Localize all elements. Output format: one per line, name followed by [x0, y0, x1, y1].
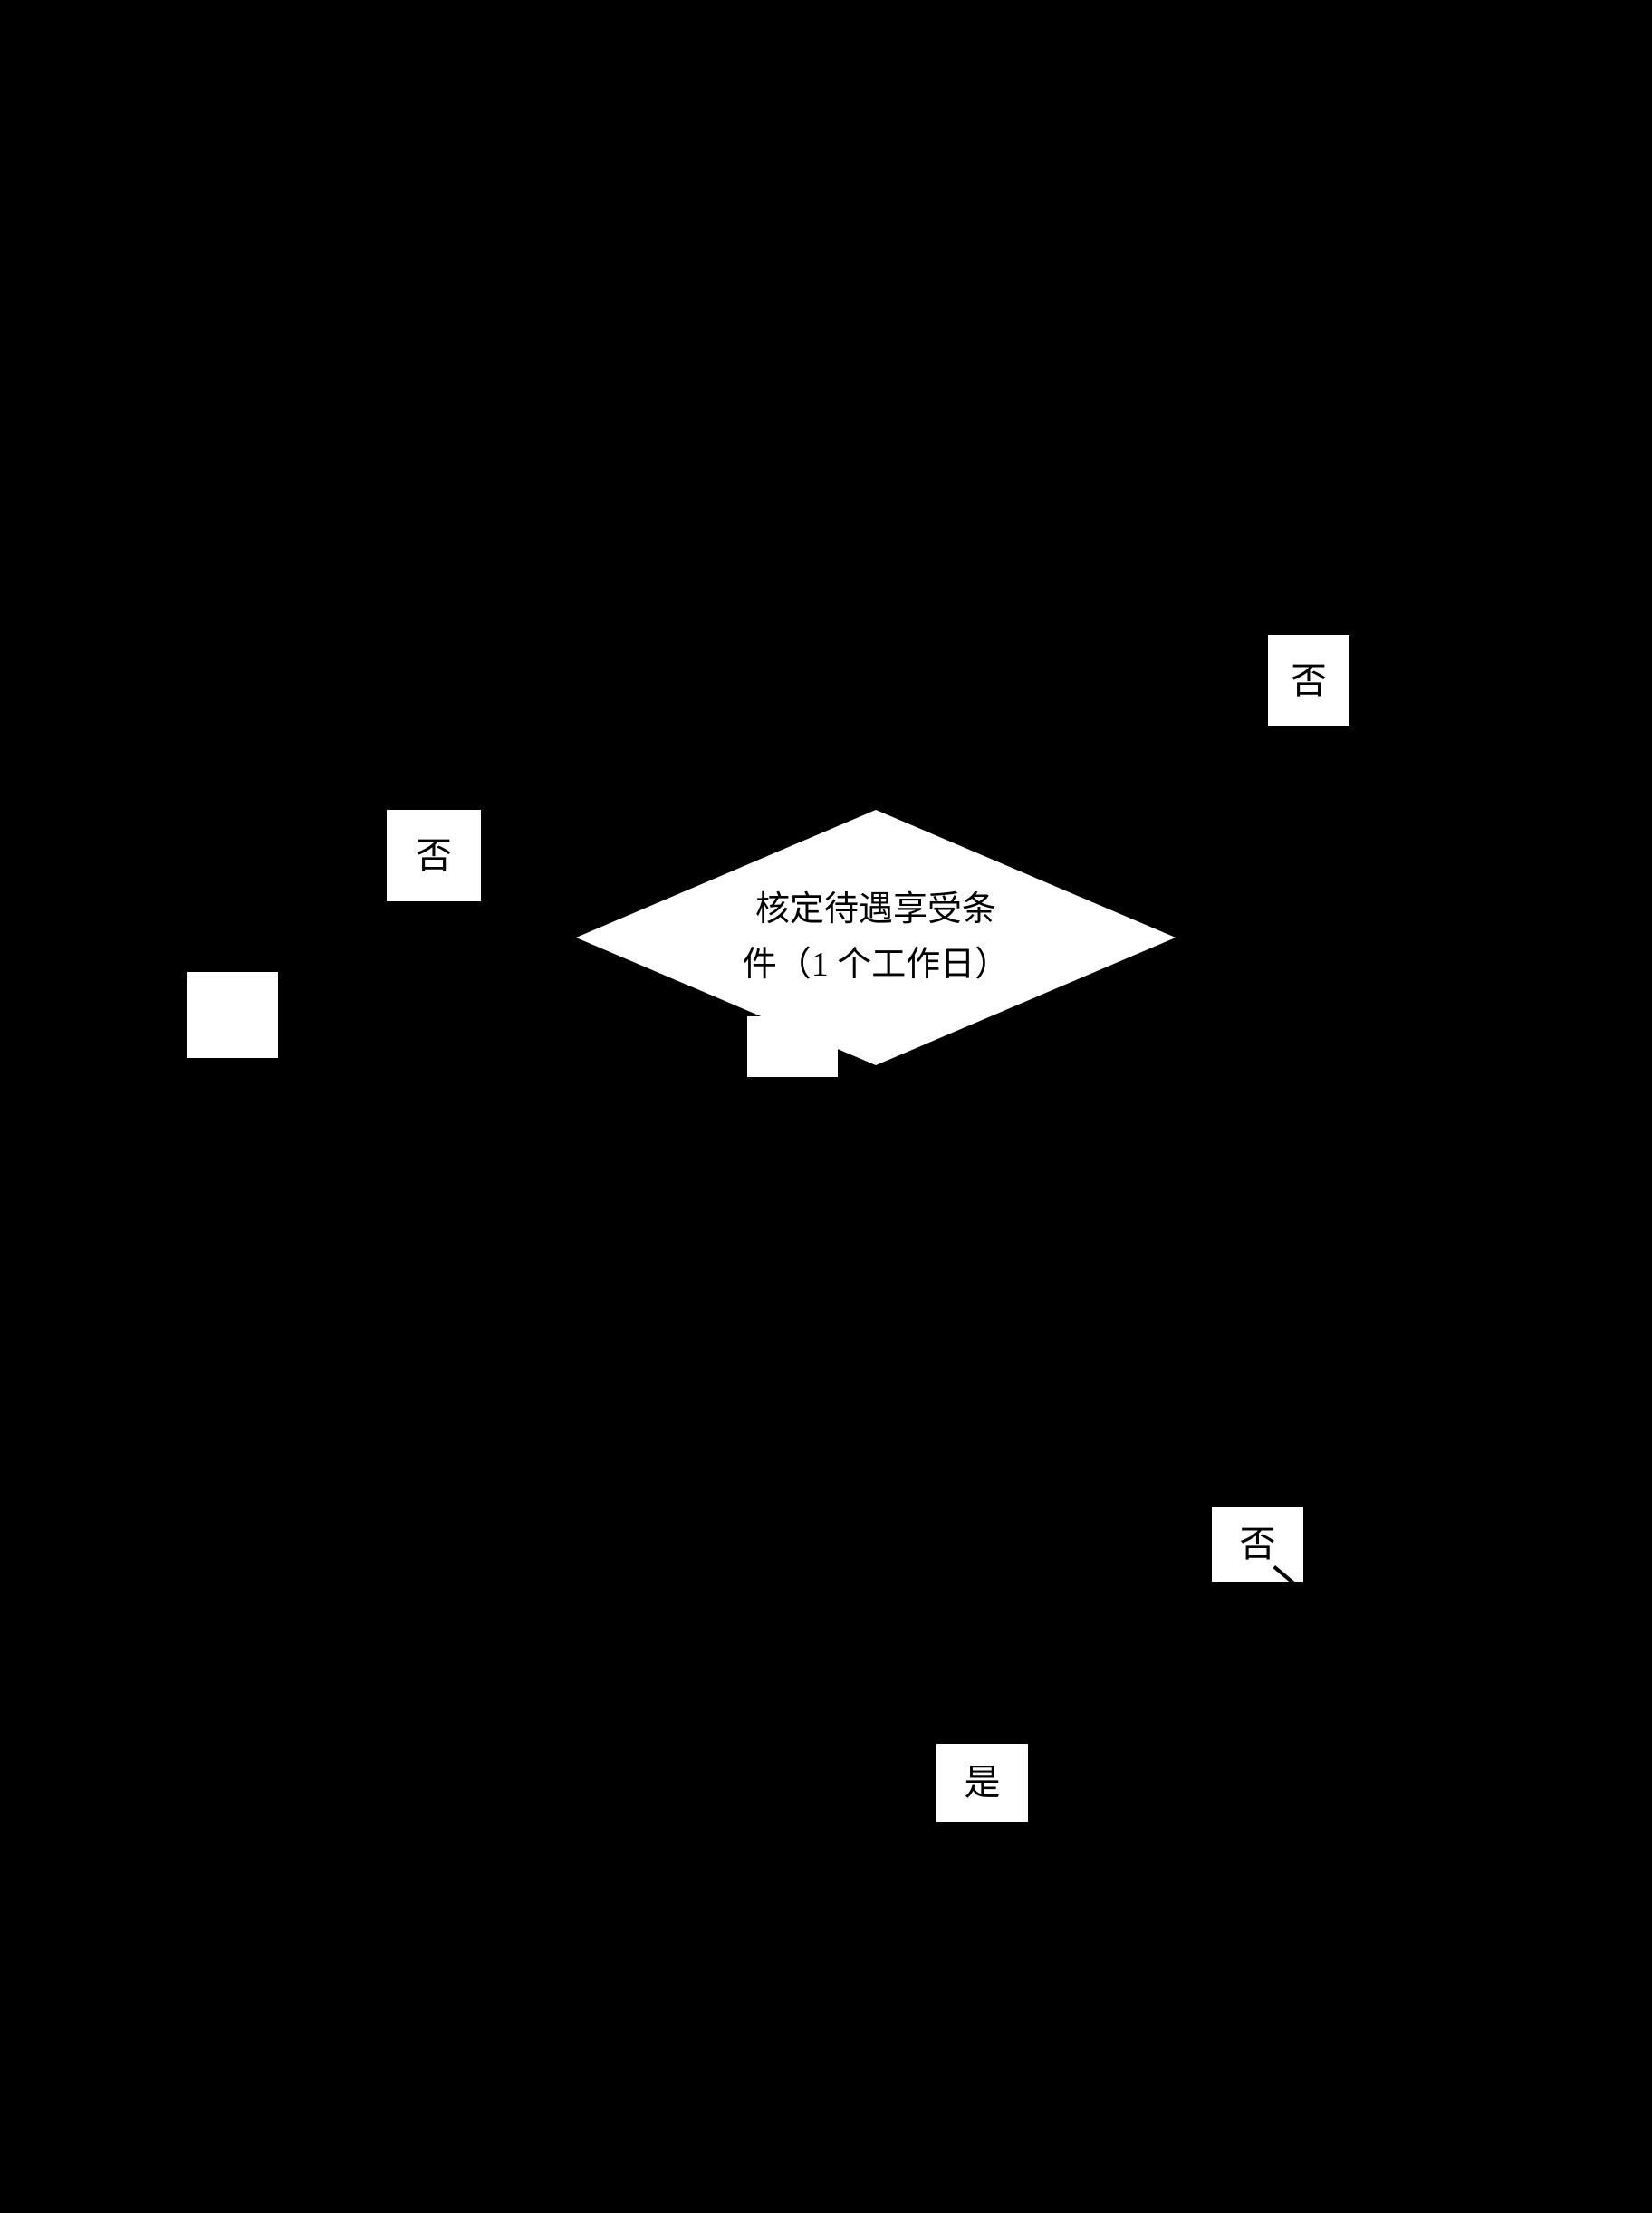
decision-diamond-label-line2: 件（1 个工作日） — [742, 946, 1010, 984]
decision-diamond: 核定待遇享受条 件（1 个工作日） — [576, 810, 1176, 1065]
branch-label-no-left: 否 — [387, 810, 481, 901]
blank-node-below-diamond — [747, 1016, 838, 1077]
branch-label-yes-bottom: 是 — [936, 1744, 1028, 1822]
branch-label-no-top-right: 否 — [1268, 635, 1349, 726]
decision-diamond-label-line1: 核定待遇享受条 — [754, 890, 996, 929]
blank-node-left — [187, 972, 278, 1058]
branch-label-no-lower-right: 否 — [1212, 1507, 1303, 1582]
